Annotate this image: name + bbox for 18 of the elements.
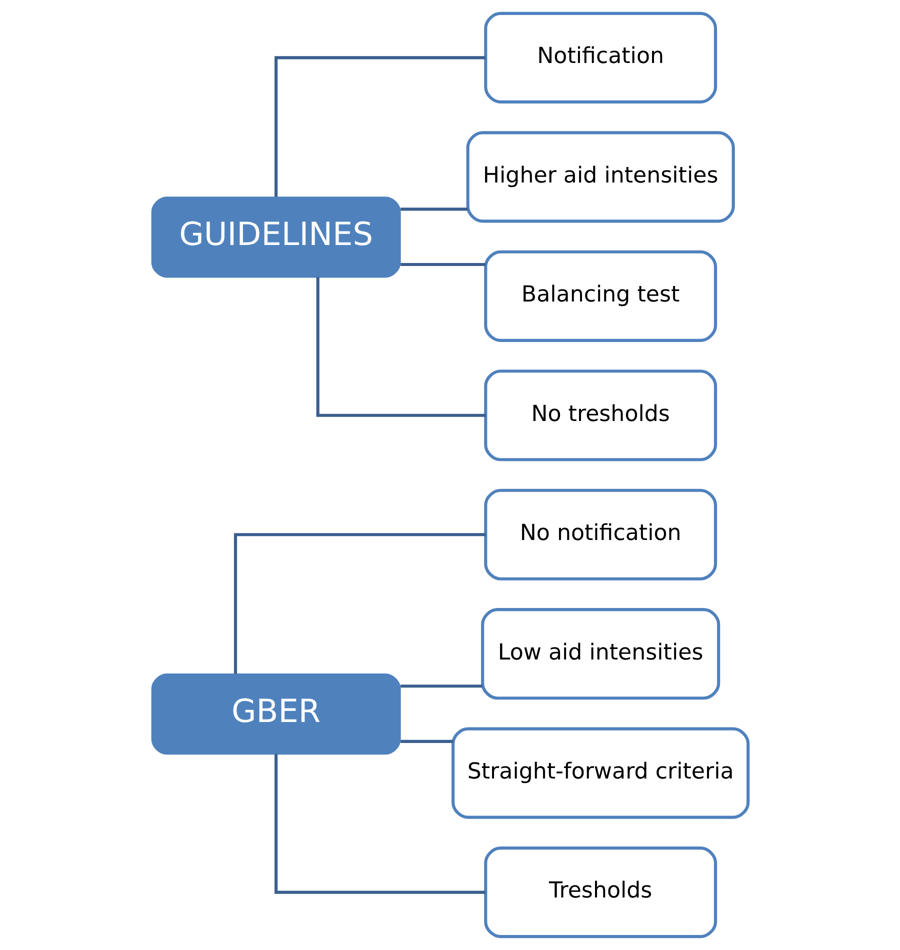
connector [400,262,486,266]
connector [274,56,486,197]
node-box: Notification [484,12,718,104]
node-box: Straight-forward criteria [452,727,750,819]
node-box: GBER [151,674,401,755]
node-box: Tresholds [484,846,718,938]
node-box: Balancing test [484,250,718,342]
connector [400,740,454,743]
node-box: Higher aid intensities [466,131,735,223]
connector [234,533,486,674]
node-box: No tresholds [484,370,718,462]
connector [274,754,486,894]
node-box: Low aid intensities [481,608,720,700]
node-box: GUIDELINES [151,196,401,278]
connector [316,277,486,417]
node-box: No notification [484,488,718,580]
connector [400,684,482,688]
connector [400,208,468,211]
